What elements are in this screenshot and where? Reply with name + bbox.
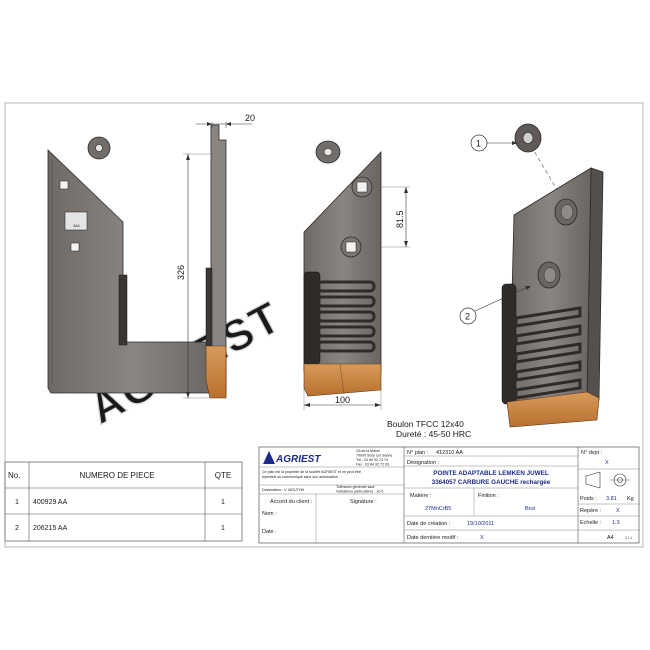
designation-line-2: 3364057 CARBURE GAUCHE rechargée [432, 479, 551, 486]
sheet-format: A4 [607, 535, 614, 541]
side-carbide [205, 345, 227, 399]
front-view: 3AA [47, 136, 218, 394]
title-block: AGRIEST ZA de la Maine 70000 Scey sur Sa… [258, 446, 640, 544]
designation-line-1: POINTE ADAPTABLE LEMKEN JUWEL [433, 470, 549, 477]
hole-spacing-dimension: 81.5 [395, 210, 405, 228]
row-2-qty: 1 [221, 525, 225, 532]
callout-1-label: 1 [476, 139, 481, 149]
tolerance-1: Tolérance générale sauf [336, 485, 374, 489]
row-1-qty: 1 [221, 499, 225, 506]
square-hole-lower [70, 242, 80, 252]
created-date: 19/10/2011 [467, 521, 494, 527]
carbide-ribs [316, 280, 376, 353]
header-part: NUMERO DE PIECE [79, 471, 154, 480]
header-qty: QTE [215, 471, 231, 480]
side-rib [205, 267, 213, 347]
callout-2-label: 2 [465, 312, 470, 322]
plan-no: 412310 AA [436, 450, 463, 456]
address-line-1: ZA de la Maine [356, 449, 380, 453]
height-dimension: 326 [176, 265, 186, 280]
drawing-frame [4, 102, 644, 548]
stamp-label: 3AA [73, 224, 80, 228]
designer: Dessinateur : V. MOUTON [262, 488, 305, 492]
tolerance-2: indications particulières : ±0.5 [336, 490, 383, 494]
dvpt: X [605, 460, 609, 466]
client-label: Accord du client : [270, 499, 313, 505]
modified-label: Date dernière modif : [407, 535, 459, 541]
material: 27MnCrB5 [425, 506, 451, 512]
row-1-no: 1 [15, 499, 19, 506]
projection-symbol-icon [585, 471, 630, 489]
date-label: Date : [262, 529, 277, 535]
reference-label: Repère : [580, 508, 602, 514]
finish: Brut [525, 506, 536, 512]
address-line-3: Tél.: 03 84 92 74 74 [356, 458, 388, 462]
callout-2 [459, 307, 477, 325]
reference: X [616, 508, 620, 514]
iso-carbide-bar [501, 283, 517, 405]
bolt-note: Boulon TFCC 12x40 [387, 419, 464, 429]
weight-label: Poids : [580, 496, 597, 502]
legal-note-1: Ce plan est la propriété de la société A… [262, 470, 361, 474]
tip-width-dimension: 100 [335, 395, 350, 405]
logo: AGRIEST [275, 454, 321, 465]
created-label: Date de création : [407, 521, 451, 527]
header-no: No. [8, 471, 20, 480]
dvpt-label: N° dvpt : [581, 450, 603, 456]
name-label: Nom : [262, 511, 277, 517]
weight-unit: Kg [627, 496, 634, 502]
designation-label: Désignation : [407, 460, 440, 466]
logo-icon [263, 451, 275, 464]
scale-label: Echelle : [580, 520, 602, 526]
sheet-number: 1 / 1 [625, 536, 632, 540]
signature-label: Signature : [350, 499, 377, 505]
legal-note-2: reproduit ou communiqué sans son autoris… [262, 475, 339, 479]
iso-carbide-ribs [514, 306, 582, 400]
row-2-no: 2 [15, 525, 19, 532]
isometric-view: 1 2 [459, 123, 604, 428]
address-line-2: 70000 Scey sur Saône [356, 454, 392, 458]
carbide-tip-3 [303, 363, 382, 397]
carbide-view: 81.5 100 Boulon TFCC 12x40 Dureté : 45-5… [303, 140, 471, 439]
plan-no-label: N° plan : [407, 450, 429, 456]
address-line-4: Fax : 03 84 92 72 03 [356, 463, 389, 467]
side-view: 20 326 [176, 113, 255, 399]
iso-carbide-tip [506, 391, 600, 428]
finish-label: Finition : [478, 493, 499, 499]
weight: 3.81 [606, 496, 617, 502]
tip-plate-front [47, 149, 218, 394]
material-label: Matière : [410, 493, 432, 499]
width-dimension: 20 [245, 113, 255, 123]
square-hole-upper [59, 180, 69, 190]
modified-date: X [480, 535, 484, 541]
parts-table: No. NUMERO DE PIECE QTE 1 400929 AA 1 2 … [4, 461, 243, 542]
scale: 1:3 [612, 520, 620, 526]
stamp-mark [64, 211, 88, 231]
row-2-part: 206215 AA [33, 525, 68, 532]
hardness-note: Dureté : 45-50 HRC [396, 429, 471, 439]
row-1-part: 400929 AA [33, 499, 68, 506]
